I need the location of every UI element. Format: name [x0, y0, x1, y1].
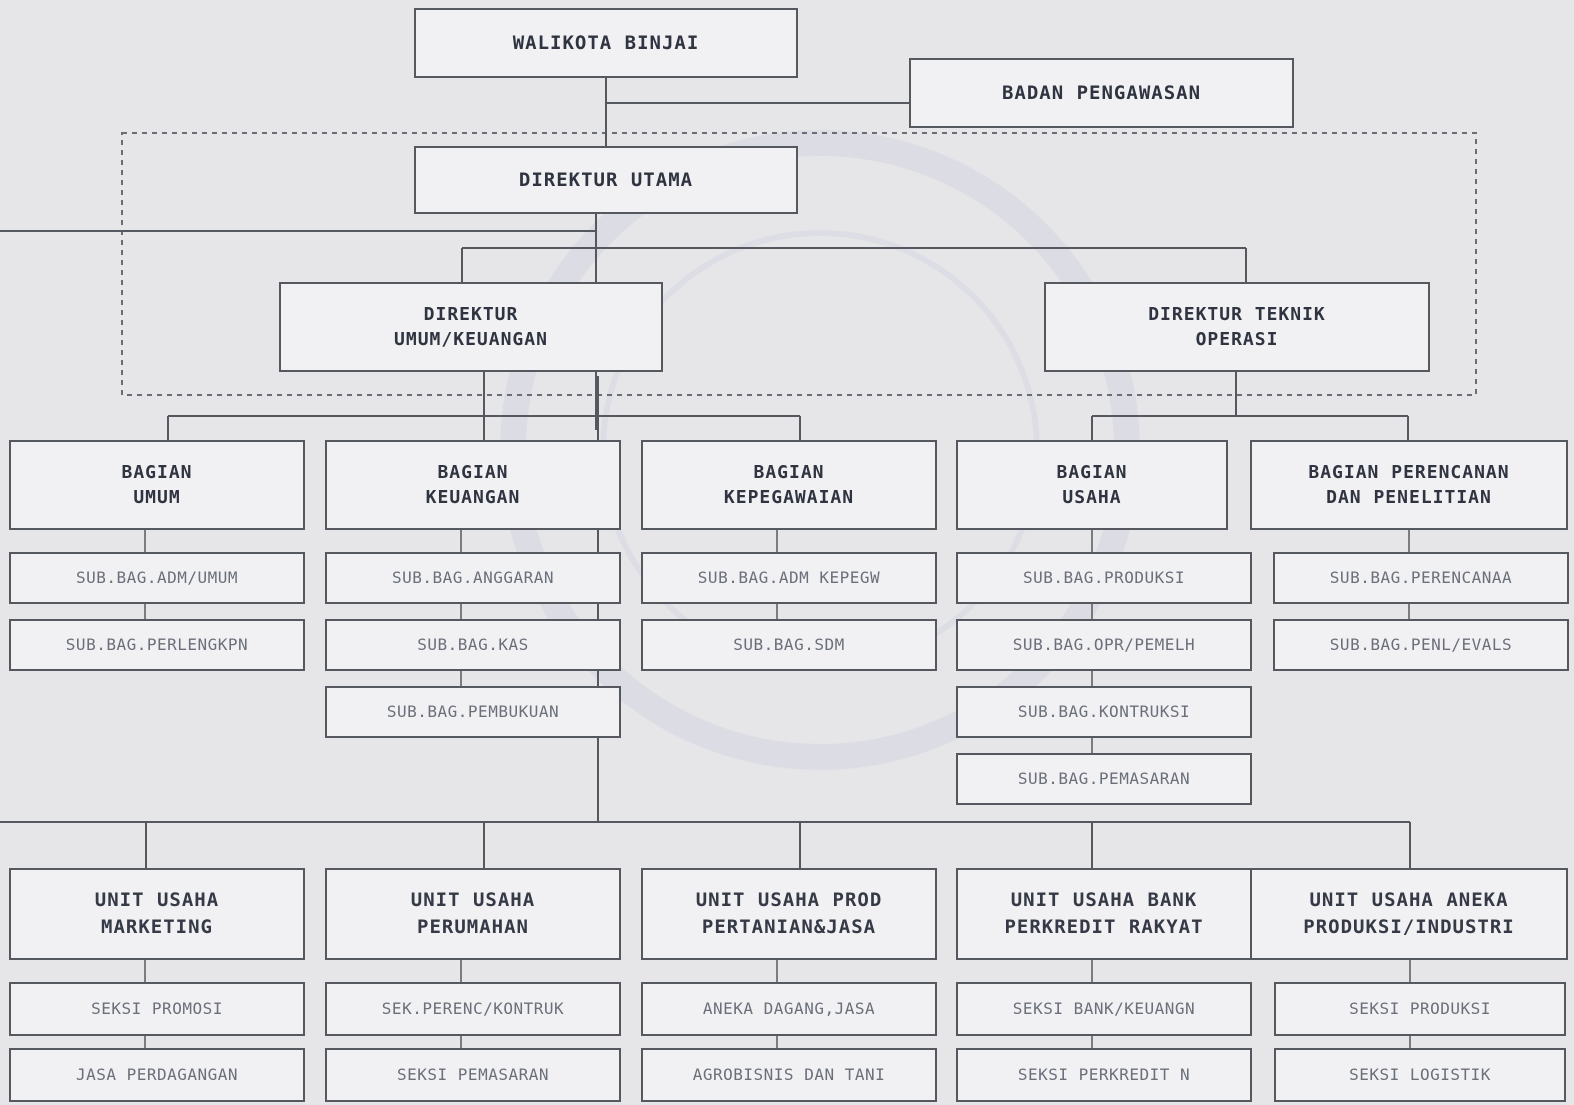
unit-4-label: UNIT USAHA ANEKA PRODUKSI/INDUSTRI: [1303, 889, 1515, 938]
bagian-3-label: BAGIAN USAHA: [1056, 461, 1128, 508]
bagian-3-sub-3: SUB.BAG.PEMASARAN: [956, 753, 1252, 805]
bagian-0: BAGIAN UMUM: [9, 440, 305, 530]
unit-2-label: UNIT USAHA PROD PERTANIAN&JASA: [695, 889, 883, 938]
unit-3-sub-1-label: SEKSI PERKREDIT N: [1017, 1064, 1191, 1084]
bagian-4-sub-1: SUB.BAG.PENL/EVALS: [1273, 619, 1569, 671]
bagian-1: BAGIAN KEUANGAN: [325, 440, 621, 530]
bagian-4-label: BAGIAN PERENCANAN DAN PENELITIAN: [1308, 461, 1510, 508]
box-badan-pengawasan-label: BADAN PENGAWASAN: [1001, 81, 1202, 104]
unit-0-sub-1-label: JASA PERDAGANGAN: [75, 1064, 239, 1084]
box-direktur-teknik-label: DIREKTUR TEKNIK OPERASI: [1148, 303, 1326, 350]
unit-3-sub-0: SEKSI BANK/KEUANGN: [956, 982, 1252, 1036]
unit-2-sub-1: AGROBISNIS DAN TANI: [641, 1048, 937, 1102]
bagian-2-label: BAGIAN KEPEGAWAIAN: [723, 461, 855, 508]
unit-1-sub-0: SEK.PERENC/KONTRUK: [325, 982, 621, 1036]
unit-0: UNIT USAHA MARKETING: [9, 868, 305, 960]
bagian-3-sub-2: SUB.BAG.KONTRUKSI: [956, 686, 1252, 738]
bagian-2: BAGIAN KEPEGAWAIAN: [641, 440, 937, 530]
bagian-2-sub-0-label: SUB.BAG.ADM KEPEGW: [697, 567, 881, 587]
box-direktur-utama: DIREKTUR UTAMA: [414, 146, 798, 214]
box-direktur-utama-label: DIREKTUR UTAMA: [518, 168, 694, 191]
box-direktur-umum-label: DIREKTUR UMUM/KEUANGAN: [394, 303, 548, 350]
bagian-2-sub-1: SUB.BAG.SDM: [641, 619, 937, 671]
unit-0-label: UNIT USAHA MARKETING: [94, 889, 220, 938]
unit-4-sub-1-label: SEKSI LOGISTIK: [1349, 1064, 1491, 1084]
unit-0-sub-1: JASA PERDAGANGAN: [9, 1048, 305, 1102]
bagian-1-sub-2: SUB.BAG.PEMBUKUAN: [325, 686, 621, 738]
bagian-0-sub-0-label: SUB.BAG.ADM/UMUM: [75, 567, 239, 587]
bagian-1-sub-0-label: SUB.BAG.ANGGARAN: [391, 567, 555, 587]
bagian-1-sub-1: SUB.BAG.KAS: [325, 619, 621, 671]
unit-3: UNIT USAHA BANK PERKREDIT RAKYAT: [956, 868, 1252, 960]
bagian-0-sub-1: SUB.BAG.PERLENGKPN: [9, 619, 305, 671]
unit-4: UNIT USAHA ANEKA PRODUKSI/INDUSTRI: [1250, 868, 1568, 960]
box-direktur-teknik: DIREKTUR TEKNIK OPERASI: [1044, 282, 1430, 372]
unit-1-sub-0-label: SEK.PERENC/KONTRUK: [381, 998, 565, 1018]
bagian-1-sub-2-label: SUB.BAG.PEMBUKUAN: [386, 701, 560, 721]
unit-0-sub-0: SEKSI PROMOSI: [9, 982, 305, 1036]
box-walikota-label: WALIKOTA BINJAI: [512, 31, 700, 54]
bagian-1-sub-1-label: SUB.BAG.KAS: [417, 634, 529, 654]
unit-4-sub-0: SEKSI PRODUKSI: [1274, 982, 1566, 1036]
box-badan-pengawasan: BADAN PENGAWASAN: [909, 58, 1294, 128]
bagian-3-sub-0-label: SUB.BAG.PRODUKSI: [1022, 567, 1186, 587]
unit-2: UNIT USAHA PROD PERTANIAN&JASA: [641, 868, 937, 960]
unit-3-label: UNIT USAHA BANK PERKREDIT RAKYAT: [1004, 889, 1204, 938]
unit-1-sub-1: SEKSI PEMASARAN: [325, 1048, 621, 1102]
bagian-0-sub-0: SUB.BAG.ADM/UMUM: [9, 552, 305, 604]
bagian-3-sub-3-label: SUB.BAG.PEMASARAN: [1017, 768, 1191, 788]
unit-4-sub-0-label: SEKSI PRODUKSI: [1349, 998, 1491, 1018]
direksi-dashed-frame: [121, 132, 1477, 396]
bagian-2-sub-0: SUB.BAG.ADM KEPEGW: [641, 552, 937, 604]
bagian-2-sub-1-label: SUB.BAG.SDM: [733, 634, 845, 654]
bagian-3-sub-1-label: SUB.BAG.OPR/PEMELH: [1012, 634, 1196, 654]
unit-2-sub-0: ANEKA DAGANG,JASA: [641, 982, 937, 1036]
unit-3-sub-1: SEKSI PERKREDIT N: [956, 1048, 1252, 1102]
bagian-4-sub-0: SUB.BAG.PERENCANAA: [1273, 552, 1569, 604]
unit-1-sub-1-label: SEKSI PEMASARAN: [397, 1064, 549, 1084]
bagian-3-sub-1: SUB.BAG.OPR/PEMELH: [956, 619, 1252, 671]
unit-1-label: UNIT USAHA PERUMAHAN: [410, 889, 536, 938]
bagian-3: BAGIAN USAHA: [956, 440, 1228, 530]
bagian-1-label: BAGIAN KEUANGAN: [425, 461, 521, 508]
bagian-3-sub-0: SUB.BAG.PRODUKSI: [956, 552, 1252, 604]
bagian-1-sub-0: SUB.BAG.ANGGARAN: [325, 552, 621, 604]
unit-4-sub-1: SEKSI LOGISTIK: [1274, 1048, 1566, 1102]
box-direktur-umum: DIREKTUR UMUM/KEUANGAN: [279, 282, 663, 372]
unit-3-sub-0-label: SEKSI BANK/KEUANGN: [1012, 998, 1196, 1018]
box-walikota: WALIKOTA BINJAI: [414, 8, 798, 78]
bagian-0-label: BAGIAN UMUM: [121, 461, 193, 508]
bagian-4-sub-1-label: SUB.BAG.PENL/EVALS: [1329, 634, 1513, 654]
bagian-0-sub-1-label: SUB.BAG.PERLENGKPN: [65, 634, 249, 654]
unit-0-sub-0-label: SEKSI PROMOSI: [91, 998, 223, 1018]
unit-1: UNIT USAHA PERUMAHAN: [325, 868, 621, 960]
bagian-4-sub-0-label: SUB.BAG.PERENCANAA: [1329, 567, 1513, 587]
bagian-3-sub-2-label: SUB.BAG.KONTRUKSI: [1017, 701, 1191, 721]
unit-2-sub-0-label: ANEKA DAGANG,JASA: [702, 998, 876, 1018]
unit-2-sub-1-label: AGROBISNIS DAN TANI: [692, 1064, 886, 1084]
bagian-4: BAGIAN PERENCANAN DAN PENELITIAN: [1250, 440, 1568, 530]
